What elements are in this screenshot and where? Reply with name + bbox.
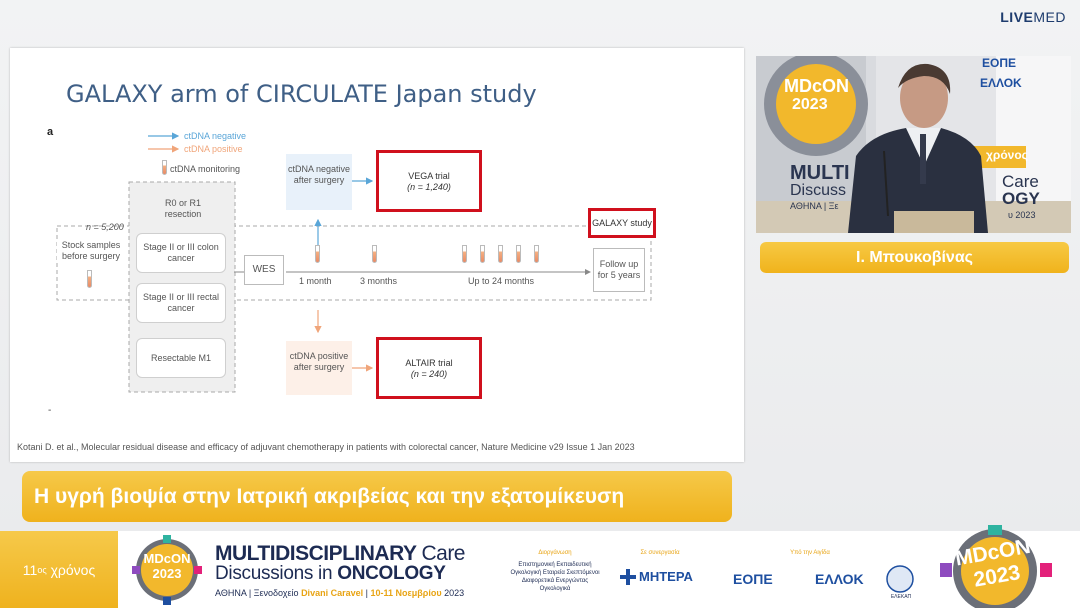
stage-rectal: Stage II or III rectal cancer <box>136 283 226 323</box>
speaker-video-scene <box>756 56 1071 233</box>
title-multidisciplinary: MULTIDISCIPLINARY <box>215 542 417 565</box>
tube-monitoring-3 <box>498 245 503 263</box>
banner-venue: ΑΘΗΝΑ | Ξενοδοχείο Divani Caravel | 10-1… <box>215 588 464 598</box>
elekap-logo-icon <box>886 565 914 593</box>
wes-box: WES <box>244 255 284 285</box>
edition-suffix: ος <box>37 564 47 575</box>
speaker-name-bar: Ι. Μπουκοβίνας <box>760 242 1069 273</box>
backdrop-xronos: χρόνος <box>986 148 1028 162</box>
galaxy-study-box: GALAXY study <box>588 208 656 238</box>
aegis-elekap: ΕΛΕΚΑΠ <box>890 594 912 600</box>
vega-trial-box: VEGA trial (n = 1,240) <box>376 150 482 212</box>
session-caption: Η υγρή βιοψία στην Ιατρική ακριβείας και… <box>22 471 732 522</box>
backdrop-logo-eope: ΕΟΠΕ <box>982 56 1017 70</box>
backdrop-mdcon: MDcON <box>784 76 850 96</box>
stock-samples: Stock samples before surgery <box>57 240 125 262</box>
edition-number: 11 <box>22 561 38 578</box>
livemed-live: LIVE <box>1000 9 1034 25</box>
aegis-eope: ΕΟΠΕ <box>733 571 773 587</box>
mdcon-logo-right-gear <box>940 525 1052 608</box>
venue-sep: | <box>365 588 368 598</box>
study-dashed-frame <box>56 225 652 301</box>
banner-title-line1: MULTIDISCIPLINARY Care <box>215 542 465 566</box>
follow-up-box: Follow up for 5 years <box>593 248 645 292</box>
presentation-slide: GALAXY arm of CIRCULATE Japan study a ct… <box>10 48 744 462</box>
mdcon-logo-year: 2023 <box>152 566 182 581</box>
aegis-ellok: ΕΛΛΟΚ <box>815 571 864 587</box>
backdrop-year: 2023 <box>792 96 828 113</box>
legend-positive: ctDNA positive <box>184 144 243 154</box>
backdrop-logo-ellok: ΕΛΛΟΚ <box>980 76 1022 90</box>
partner-mitera: ΜΗΤΕΡΑ <box>639 569 693 584</box>
timepoint-24-months: Up to 24 months <box>468 276 535 286</box>
backdrop-discuss: Discuss <box>790 182 847 199</box>
venue-year: 2023 <box>444 588 465 598</box>
venue-city: ΑΘΗΝΑ | Ξενοδοχείο <box>215 588 299 598</box>
tube-monitoring-5 <box>534 245 539 263</box>
title-discussions: Discussions in <box>215 563 333 584</box>
negative-after-surgery: ctDNA negative after surgery <box>286 154 352 210</box>
stage-m1: Resectable M1 <box>136 338 226 378</box>
venue-hotel: Divani Caravel <box>301 588 364 598</box>
backdrop-athina: ΑΘΗΝΑ | Ξε <box>790 201 839 211</box>
vega-trial-n: (n = 1,240) <box>407 182 451 192</box>
altair-trial-name: ALTAIR trial <box>405 358 453 368</box>
altair-trial-box: ALTAIR trial (n = 240) <box>376 337 482 399</box>
figure-letter: a <box>47 126 54 138</box>
slide-dash: - <box>48 405 52 416</box>
mdcon-logo-text: MDcON <box>143 551 191 566</box>
stock-tube-icon <box>87 270 92 288</box>
organizer-text: Επιστημονική Εκπαιδευτική Ογκολογική Ετα… <box>510 562 600 592</box>
legend-negative: ctDNA negative <box>184 131 247 141</box>
backdrop-ogy: OGY <box>1002 189 1040 208</box>
venue-dates: 10-11 Νοεμβρίου <box>370 588 442 598</box>
tube-monitoring-1 <box>462 245 467 263</box>
resection-label: R0 or R1 resection <box>164 198 202 219</box>
slide-title: GALAXY arm of CIRCULATE Japan study <box>66 80 537 108</box>
partner-label: Σε συνεργασία <box>640 550 680 556</box>
title-care: Care <box>421 542 465 565</box>
mitera-cross-icon <box>620 569 636 585</box>
aegis-label: Υπό την Αιγίδα <box>790 550 830 556</box>
legend-monitoring: ctDNA monitoring <box>170 164 241 174</box>
edition-word: χρόνος <box>50 561 96 578</box>
stage-colon: Stage II or III colon cancer <box>136 233 226 273</box>
livemed-med: MED <box>1033 9 1066 25</box>
livemed-logo: LIVEMED <box>1000 9 1066 25</box>
timepoint-3-months: 3 months <box>360 276 398 286</box>
tube-monitoring-2 <box>480 245 485 263</box>
timepoint-1-month: 1 month <box>299 276 332 286</box>
altair-trial-n: (n = 240) <box>410 369 448 379</box>
tube-1-month <box>315 245 320 263</box>
tube-monitoring-4 <box>516 245 521 263</box>
slide-reference: Kotani D. et al., Molecular residual dis… <box>17 442 635 452</box>
tube-3-months <box>372 245 377 263</box>
legend-tube-icon <box>162 160 167 175</box>
mdcon-logo-gear <box>132 535 202 605</box>
n-total: n = 5,200 <box>86 222 124 232</box>
organizer-label: Διοργάνωση <box>538 550 572 556</box>
backdrop-year-small: υ 2023 <box>1008 210 1036 220</box>
positive-after-surgery: ctDNA positive after surgery <box>286 341 352 395</box>
backdrop-multi: MULTI <box>790 162 850 184</box>
speaker-video: MDcON 2023 MULTI Discuss ΑΘΗΝΑ | Ξε χρόν… <box>756 56 1071 233</box>
banner-title-line2: Discussions in ONCOLOGY <box>215 563 446 585</box>
vega-trial-name: VEGA trial <box>408 171 450 181</box>
title-oncology: ONCOLOGY <box>337 563 446 584</box>
mdcon-logo-left: MDcON 2023 <box>132 551 202 581</box>
backdrop-care: Care <box>1002 172 1039 191</box>
